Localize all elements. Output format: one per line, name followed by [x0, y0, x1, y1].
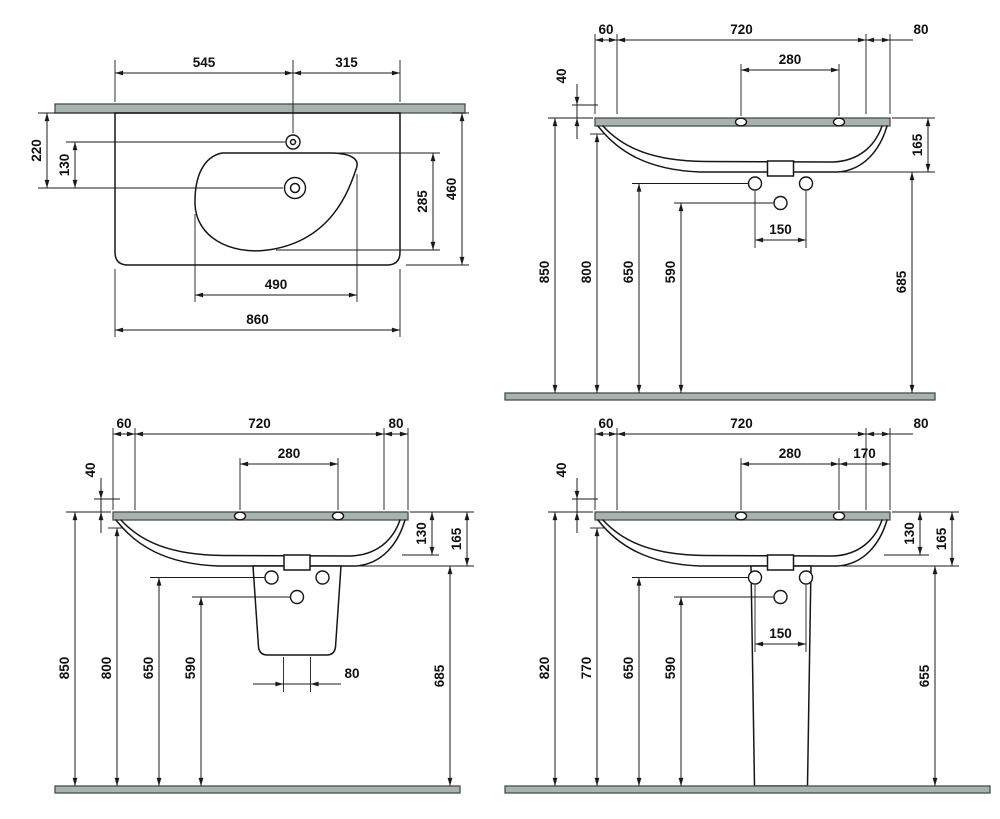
dim-label: 800	[579, 261, 594, 284]
dim-label: 720	[248, 416, 271, 431]
floor-line	[504, 392, 936, 401]
dim-label: 650	[621, 261, 636, 284]
tap-hole	[734, 117, 748, 127]
extension-lines	[548, 34, 935, 248]
dim-label: 130	[414, 522, 429, 545]
wall-strip	[54, 103, 466, 114]
floor-line	[54, 785, 461, 794]
dim-label: 280	[779, 52, 802, 67]
basin-body-inner	[120, 519, 401, 557]
basin-body-outer	[115, 519, 406, 567]
fixing-hole	[798, 176, 814, 191]
drain-hole-inner	[289, 182, 301, 194]
pedestal-elevation: 60 720 80 280 170 40 150 820 770 650 590…	[504, 416, 991, 794]
dim-label: 130	[57, 154, 72, 177]
extension-lines	[548, 428, 959, 652]
dim-label: 860	[246, 312, 269, 327]
dim-label: 165	[934, 527, 949, 550]
dim-label: 60	[116, 416, 131, 431]
floor-line	[504, 785, 991, 794]
dim-label: 685	[894, 270, 909, 293]
fixing-hole	[264, 570, 279, 585]
dim-label: 850	[537, 261, 552, 284]
dim-label: 685	[432, 664, 447, 687]
dim-label: 170	[853, 446, 876, 461]
basin-body-inner	[602, 519, 883, 557]
dimension-lines	[44, 70, 465, 333]
overflow-boss	[766, 160, 795, 177]
dim-label: 80	[913, 416, 928, 431]
plan-view: 545 315 220 130 285 460 490 860	[29, 55, 469, 337]
dim-label: 590	[663, 657, 678, 680]
tap-hole	[331, 511, 345, 521]
dim-label: 220	[29, 139, 44, 162]
dim-label: 545	[193, 55, 216, 70]
bowl-outline	[194, 152, 358, 252]
tap-hole	[233, 511, 247, 521]
dim-label: 60	[598, 416, 613, 431]
dim-label: 460	[444, 178, 459, 201]
dim-label: 590	[183, 657, 198, 680]
dimension-lines	[72, 431, 470, 786]
tap-hole-center	[289, 138, 297, 146]
dim-label: 315	[335, 55, 358, 70]
dim-label: 80	[388, 416, 403, 431]
basin-body-inner	[602, 125, 883, 163]
tap-hole	[832, 117, 846, 127]
fixing-hole	[747, 570, 763, 585]
dim-label: 655	[917, 664, 932, 687]
dim-label: 40	[554, 462, 569, 477]
semi-pedestal-outline	[252, 565, 342, 656]
dim-label: 280	[278, 446, 301, 461]
dim-label: 590	[663, 261, 678, 284]
dim-label: 280	[779, 446, 802, 461]
semi-pedestal-elevation: 60 720 80 280 40 130 165 80 850 800 650 …	[54, 416, 474, 794]
dim-label: 60	[598, 22, 613, 37]
drain-outlet	[289, 589, 305, 605]
dimension-lines	[552, 37, 931, 393]
dim-label: 40	[83, 462, 98, 477]
dim-label: 850	[57, 657, 72, 680]
fixing-hole	[798, 570, 814, 585]
dim-label: 720	[730, 22, 753, 37]
dim-label: 800	[99, 657, 114, 680]
dim-label: 150	[769, 626, 792, 641]
tap-hole	[285, 134, 301, 150]
drain-hole	[283, 176, 307, 200]
dim-label: 80	[344, 666, 359, 681]
dim-label: 165	[449, 527, 464, 550]
dim-label: 770	[579, 657, 594, 680]
dim-label: 165	[910, 133, 925, 156]
basin-rim-strip	[112, 511, 409, 521]
wall-hung-elevation: 60 720 80 280 40 150 850 800 650 590 165…	[504, 22, 936, 401]
dimension-lines	[552, 431, 955, 786]
extension-lines	[38, 60, 469, 337]
dim-label: 650	[621, 657, 636, 680]
dim-label: 130	[902, 522, 917, 545]
dim-label: 650	[141, 657, 156, 680]
dim-label: 720	[730, 416, 753, 431]
overflow-boss	[766, 554, 795, 571]
drain-outlet	[773, 195, 788, 211]
dim-label: 820	[537, 657, 552, 680]
basin-body-outer	[597, 125, 888, 173]
basin-outline	[114, 112, 401, 266]
extension-lines	[66, 428, 474, 692]
tap-hole	[832, 511, 846, 521]
dim-label: 150	[769, 222, 792, 237]
overflow-boss	[283, 554, 311, 571]
dim-label: 80	[913, 22, 928, 37]
fixing-hole	[747, 176, 763, 191]
tap-hole	[734, 511, 748, 521]
drain-outlet	[773, 589, 788, 605]
dim-label: 285	[415, 190, 430, 213]
dim-label: 40	[554, 68, 569, 83]
fixing-hole	[315, 570, 330, 585]
dim-label: 490	[265, 277, 288, 292]
basin-body-outer	[597, 519, 888, 567]
